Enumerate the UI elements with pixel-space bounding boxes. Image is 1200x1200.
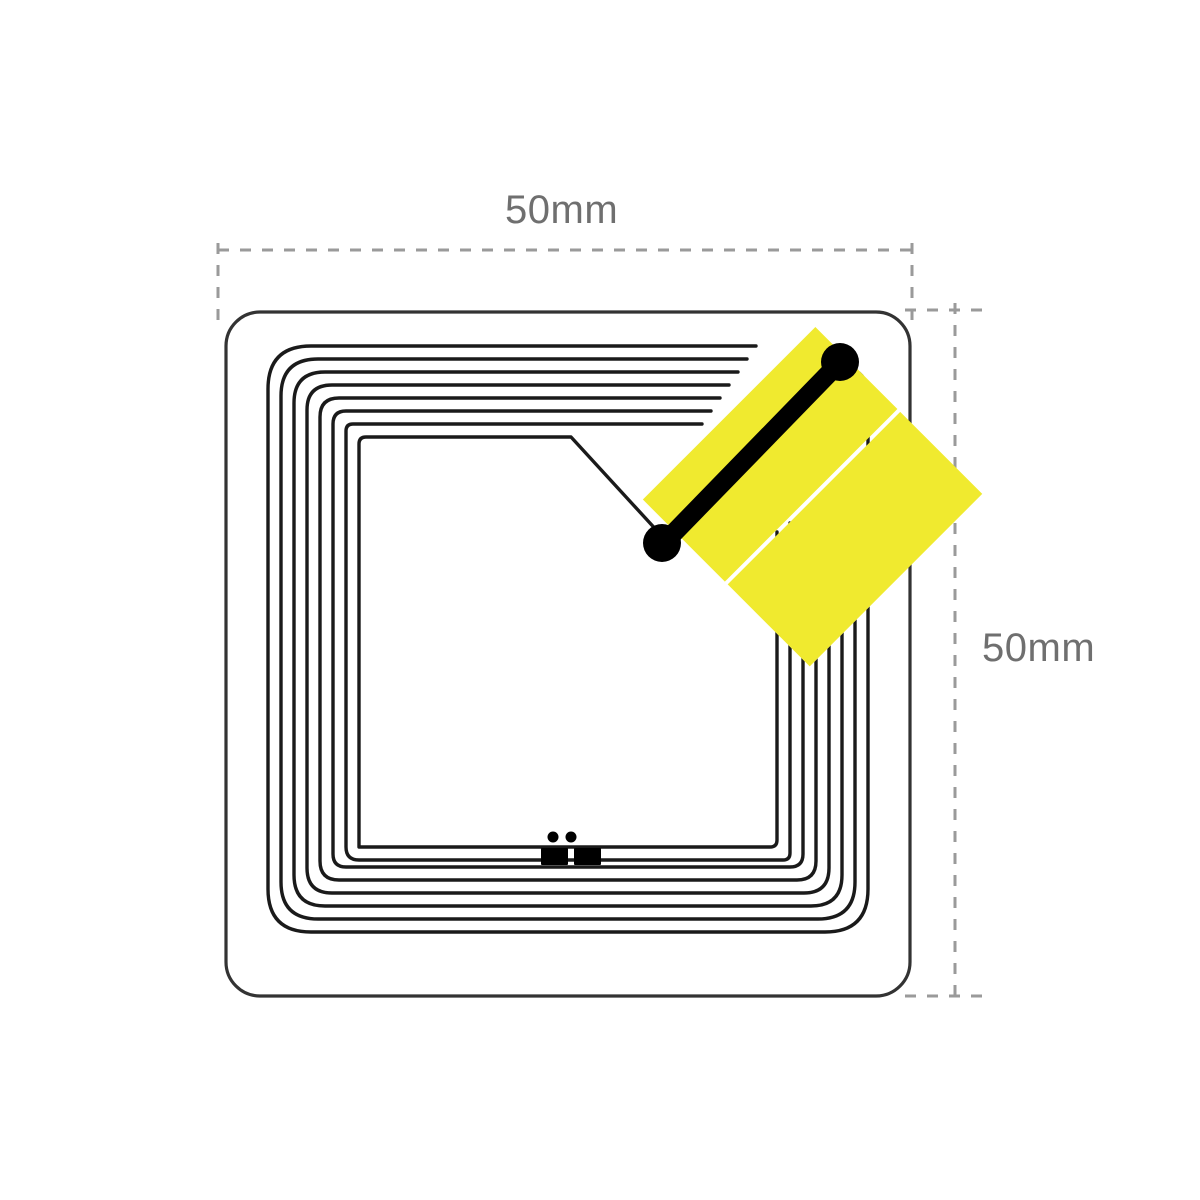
capacitor-dot-left — [547, 831, 559, 843]
dimension-lines — [216, 243, 985, 1003]
width-dimension-label: 50mm — [505, 188, 619, 232]
height-dimension-label: 50mm — [982, 626, 1096, 670]
capacitor-pad-right — [574, 848, 601, 865]
capacitor-pad-left — [541, 848, 568, 865]
tuning-capacitor — [541, 831, 601, 865]
chip-yellow-strips — [642, 327, 983, 667]
capacitor-dot-right — [565, 831, 577, 843]
chip-strip-lower — [727, 411, 983, 667]
coil-turn-6 — [331, 409, 805, 869]
antenna-coil — [266, 344, 870, 934]
chip-pad-lower — [643, 524, 681, 562]
coil-turn-8-inner — [357, 435, 779, 849]
chip-connector-bar — [654, 352, 850, 553]
coil-turn-7 — [344, 422, 792, 862]
coil-turn-5 — [318, 396, 818, 882]
coil-turn-1 — [266, 344, 870, 934]
coil-turn-2 — [279, 357, 857, 921]
chip-pad-upper — [821, 343, 859, 381]
chip-strip-upper — [642, 327, 898, 582]
coil-turn-3 — [292, 370, 844, 908]
coil-turn-4 — [305, 383, 831, 895]
